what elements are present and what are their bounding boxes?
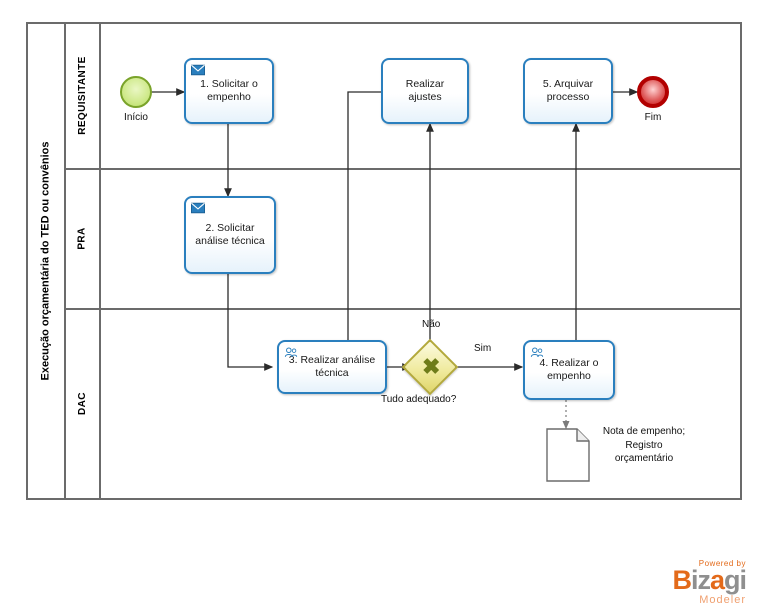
data-object-label: Nota de empenho; Registro orçamentário: [602, 426, 686, 464]
end-event[interactable]: [637, 76, 669, 108]
start-event[interactable]: [120, 76, 152, 108]
lane-requisitante: REQUISITANTE: [66, 22, 101, 168]
lane-dac: DAC: [66, 308, 101, 498]
task-label: 3. Realizar análise técnica: [288, 353, 376, 379]
user-icon: [284, 347, 298, 357]
lane-pra: PRA: [66, 168, 101, 308]
task-realizar-empenho[interactable]: 4. Realizar o empenho: [523, 340, 615, 400]
gateway-x-icon: ✖: [422, 354, 441, 379]
lane-divider-2: [66, 308, 742, 310]
bizagi-modeler-label: Modeler: [699, 594, 746, 606]
task-label: 1. Solicitar o empenho: [200, 77, 258, 103]
start-event-label: Início: [124, 112, 148, 123]
task-label: Realizar ajustes: [405, 77, 445, 103]
bizagi-logo: Bizagi: [672, 565, 747, 596]
pool-title: Execução orçamentária do TED ou convênio…: [26, 22, 66, 500]
bizagi-logo-b: B: [672, 565, 691, 596]
task-label: 5. Arquivar processo: [542, 77, 594, 103]
gateway-label: Tudo adequado?: [381, 394, 457, 405]
user-icon: [530, 347, 544, 357]
powered-by-label: Powered by: [698, 559, 746, 569]
flow-label-sim: Sim: [474, 343, 492, 354]
flow-label-nao: Não: [422, 319, 441, 330]
task-arquivar-processo[interactable]: 5. Arquivar processo: [523, 58, 613, 124]
data-object-icon: [546, 428, 590, 482]
bizagi-logo-iz: iz: [690, 565, 711, 596]
flow-ajustes-to-t3: [344, 91, 381, 350]
flow-t2-to-t3: [227, 274, 274, 371]
task-solicitar-empenho[interactable]: 1. Solicitar o empenho: [184, 58, 274, 124]
bizagi-logo-gi: gi: [724, 565, 747, 596]
message-icon: [191, 202, 205, 214]
task-label: 2. Solicitar análise técnica: [195, 221, 265, 247]
bizagi-branding: Powered by Bizagi Modeler: [672, 559, 747, 606]
end-event-label: Fim: [644, 112, 662, 123]
bizagi-logo-a: a: [709, 565, 725, 596]
task-realizar-ajustes[interactable]: Realizar ajustes: [381, 58, 469, 124]
task-solicitar-analise-tecnica[interactable]: 2. Solicitar análise técnica: [184, 196, 276, 274]
message-icon: [191, 64, 205, 76]
lane-divider-1: [66, 168, 742, 170]
task-realizar-analise-tecnica[interactable]: 3. Realizar análise técnica: [277, 340, 387, 394]
task-label: 4. Realizar o empenho: [539, 356, 599, 382]
